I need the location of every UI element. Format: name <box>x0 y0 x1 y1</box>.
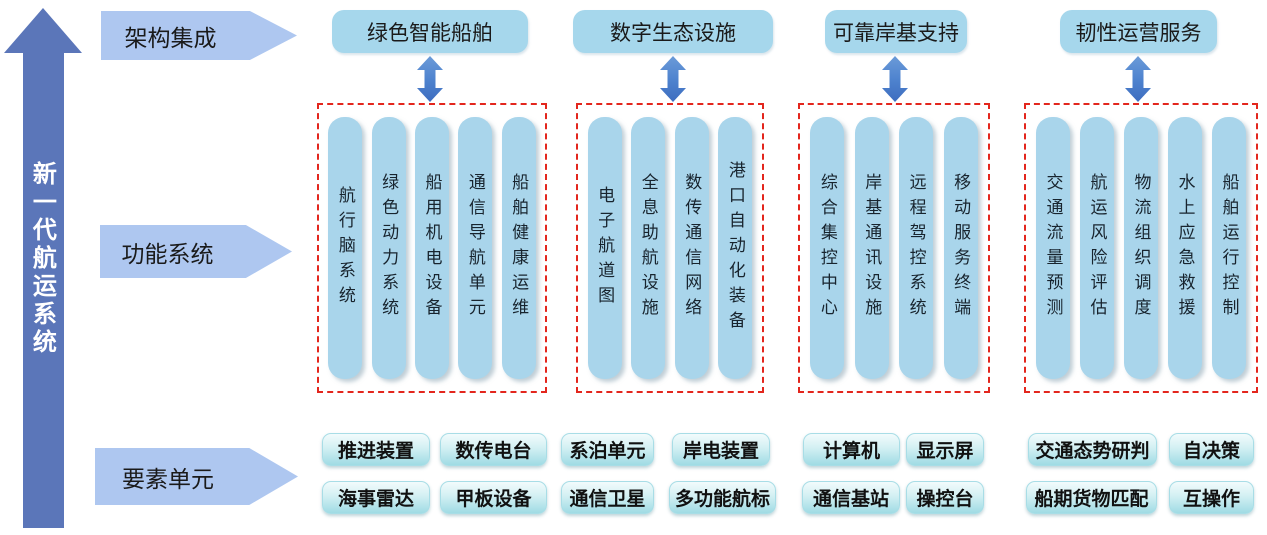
row-label-element-units: 要素单元 <box>95 448 298 505</box>
unit-maritime-radar: 海事雷达 <box>322 481 430 514</box>
unit-mooring-unit: 系泊单元 <box>561 433 654 466</box>
pill-green-power-system: 绿色动力系统 <box>371 117 406 379</box>
pill-data-communication-network: 数传通信网络 <box>674 117 709 379</box>
double-arrow-icon <box>882 56 908 102</box>
unit-communication-base-station: 通信基站 <box>802 481 900 514</box>
double-arrow-icon <box>417 56 443 102</box>
unit-control-console: 操控台 <box>906 481 984 514</box>
row-label-architecture-integration: 架构集成 <box>101 11 297 60</box>
row-label-function-systems: 功能系统 <box>100 225 292 278</box>
system-up-arrow-icon <box>4 8 82 53</box>
group-header-digital-eco-facilities: 数字生态设施 <box>573 10 773 53</box>
system-arrow-shaft <box>23 51 64 528</box>
pill-mobile-service-terminal: 移动服务终端 <box>943 117 978 379</box>
group-dashed-box-2: 电子航道图 全息助航设施 数传通信网络 港口自动化装备 <box>576 103 764 393</box>
row-label-text: 功能系统 <box>121 240 214 267</box>
pill-traffic-flow-prediction: 交通流量预测 <box>1036 117 1070 379</box>
pill-integrated-control-center: 综合集控中心 <box>810 117 845 379</box>
pill-logistics-organization-dispatch: 物流组织调度 <box>1124 117 1158 379</box>
double-arrow-icon <box>660 56 686 102</box>
unit-display-screen: 显示屏 <box>906 433 984 466</box>
pill-water-emergency-rescue: 水上应急救援 <box>1168 117 1202 379</box>
pill-ship-health-maintenance: 船舶健康运维 <box>501 117 536 379</box>
group-dashed-box-1: 航行脑系统 绿色动力系统 船用机电设备 通信导航单元 船舶健康运维 <box>317 103 547 393</box>
pill-holographic-navaid-facilities: 全息助航设施 <box>631 117 666 379</box>
unit-propulsion-device: 推进装置 <box>322 433 430 466</box>
unit-multifunction-beacon: 多功能航标 <box>669 481 776 514</box>
unit-schedule-cargo-matching: 船期货物匹配 <box>1026 481 1157 514</box>
group-header-reliable-shore-support: 可靠岸基支持 <box>825 10 967 53</box>
unit-computer: 计算机 <box>803 433 900 466</box>
unit-deck-equipment: 甲板设备 <box>440 481 547 514</box>
group-dashed-box-3: 综合集控中心 岸基通讯设施 远程驾控系统 移动服务终端 <box>798 103 990 393</box>
group-header-green-intelligent-ship: 绿色智能船舶 <box>332 10 528 53</box>
system-title: 新一代航运系统 <box>28 161 56 357</box>
unit-interoperation: 互操作 <box>1169 481 1254 514</box>
unit-self-decision: 自决策 <box>1169 433 1254 466</box>
pill-shipping-risk-assessment: 航运风险评估 <box>1080 117 1114 379</box>
pill-navigation-brain-system: 航行脑系统 <box>328 117 363 379</box>
group-header-resilient-operation-services: 韧性运营服务 <box>1060 10 1217 53</box>
row-label-text: 要素单元 <box>122 465 214 492</box>
pill-communication-navigation-unit: 通信导航单元 <box>458 117 493 379</box>
pill-ship-operation-control: 船舶运行控制 <box>1212 117 1246 379</box>
double-arrow-icon <box>1125 56 1151 102</box>
row-label-text: 架构集成 <box>124 24 217 51</box>
group-dashed-box-4: 交通流量预测 航运风险评估 物流组织调度 水上应急救援 船舶运行控制 <box>1024 103 1258 393</box>
pill-shore-communication-facilities: 岸基通讯设施 <box>854 117 889 379</box>
pill-marine-electromechanical-equipment: 船用机电设备 <box>414 117 449 379</box>
pill-electronic-channel-chart: 电子航道图 <box>587 117 622 379</box>
pill-remote-pilot-control-system: 远程驾控系统 <box>899 117 934 379</box>
unit-traffic-situation-analysis: 交通态势研判 <box>1028 433 1157 466</box>
pill-port-automation-equipment: 港口自动化装备 <box>718 117 753 379</box>
unit-shore-power-device: 岸电装置 <box>672 433 770 466</box>
unit-communication-satellite: 通信卫星 <box>561 481 654 514</box>
unit-data-radio: 数传电台 <box>440 433 547 466</box>
